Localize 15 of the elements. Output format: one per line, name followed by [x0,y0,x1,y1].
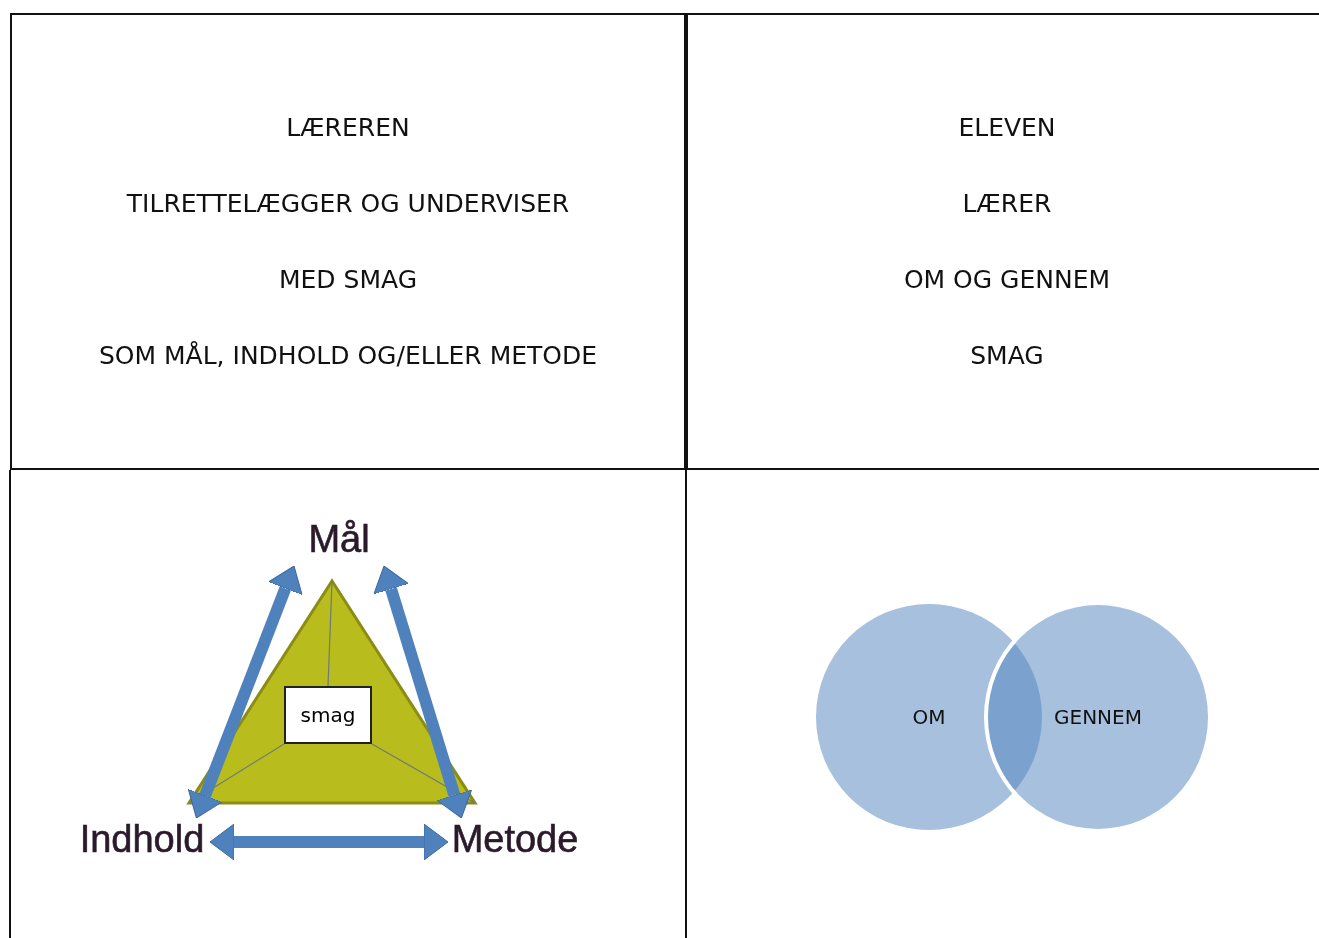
vertex-label: Metode [448,818,582,866]
cell-text: TILRETTELÆGGER OG UNDERVISER [126,187,570,220]
double-arrow [373,565,473,819]
vertex-label: Indhold [74,818,210,866]
cell-text: MED SMAG [278,263,417,296]
cell-text: OM OG GENNEM [903,263,1111,296]
vertex-label: Mål [294,518,384,566]
double-arrow [209,823,449,861]
cell-text: SMAG [970,339,1044,372]
double-arrow [187,565,303,819]
cell-text: SOM MÅL, INDHOLD OG/ELLER METODE [98,339,598,372]
label-box: smag [284,686,372,744]
cell-text: LÆRER [962,187,1052,220]
cell-heading: LÆREREN [286,111,410,144]
cell-heading: ELEVEN [958,111,1056,144]
